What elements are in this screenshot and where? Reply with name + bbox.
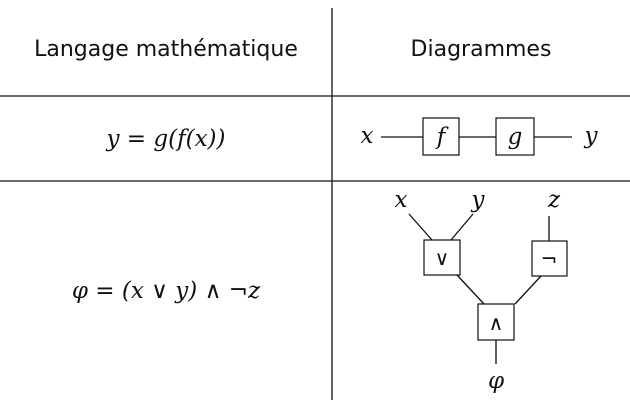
box-f-label: f [435,124,449,150]
wire-not-to-and [514,275,542,305]
wire-x-to-or [408,213,433,241]
composition-diagram: x f g y [361,117,599,156]
gate-and-symbol: ∧ [489,311,504,335]
box-f [422,117,460,156]
circuit-output-phi: φ [488,368,505,394]
gate-or [423,239,461,276]
formula-composition: y = g(f(x)) [106,126,226,152]
gate-not [531,240,568,277]
wire-y-to-or [450,213,474,241]
circuit-input-y: y [471,187,486,213]
box-g [495,117,535,156]
circuit-input-x: x [395,187,408,213]
composition-output-label: y [584,123,599,149]
boolean-circuit-diagram: x y z ∨ ¬ ∧ φ [395,187,568,394]
box-g-label: g [508,124,523,150]
formula-boolean: φ = (x ∨ y) ∧ ¬z [72,278,261,304]
gate-not-symbol: ¬ [541,247,558,271]
header-math-language: Langage mathématique [34,37,298,62]
gate-or-symbol: ∨ [435,246,450,270]
composition-input-label: x [361,123,374,149]
header-diagrams: Diagrammes [411,37,552,62]
wire-or-to-and [456,274,485,305]
circuit-input-z: z [547,187,561,213]
